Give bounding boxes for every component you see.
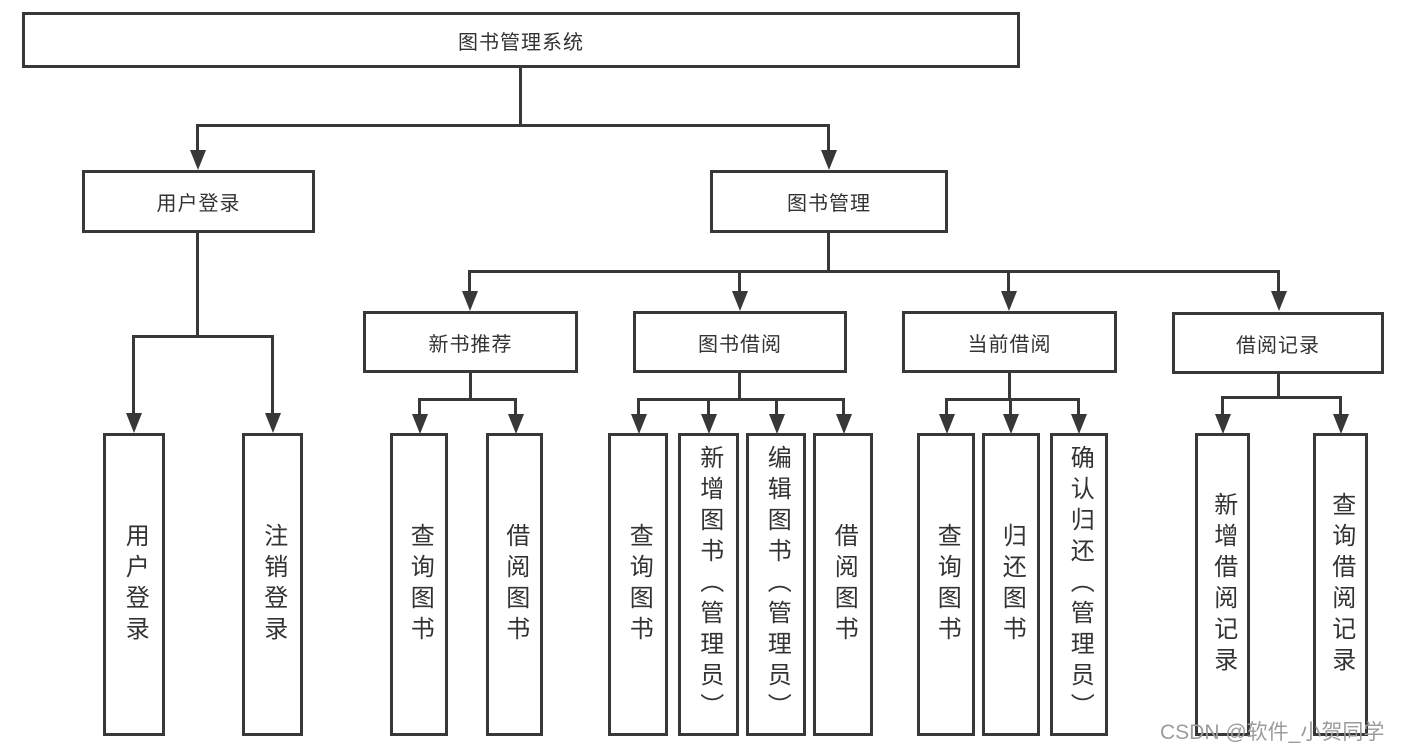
node-leaf-confirm-return-admin: 确认归还（管理员） bbox=[1050, 433, 1108, 736]
node-leaf-query-borrow-record: 查询借阅记录 bbox=[1313, 433, 1368, 736]
connector-stem-br-query bbox=[1339, 396, 1342, 416]
arrow-down-br-add-icon bbox=[1215, 414, 1231, 434]
node-book-mgmt-label: 图书管理 bbox=[787, 193, 871, 215]
node-book-borrow-label: 图书借阅 bbox=[698, 333, 782, 356]
node-leaf-return-books: 归还图书 bbox=[982, 433, 1040, 736]
connector-stem-cb-confirm bbox=[1077, 398, 1080, 416]
arrow-down-cb-confirm-icon bbox=[1071, 414, 1087, 434]
node-user-login-label: 用户登录 bbox=[156, 193, 241, 215]
node-current-borrow-label: 当前借阅 bbox=[967, 333, 1052, 356]
connector-current-borrow-trunk bbox=[1008, 373, 1011, 400]
connector-book-mgmt-bar bbox=[468, 270, 1280, 273]
node-leaf-query-books-recommend: 查询图书 bbox=[390, 433, 448, 736]
node-leaf-confirm-return-admin-label: 确认归还（管理员） bbox=[1066, 445, 1094, 724]
node-leaf-query-books-borrow-label: 查询图书 bbox=[625, 522, 653, 647]
connector-stem-nb-borrow bbox=[514, 398, 517, 416]
connector-user-login-trunk bbox=[196, 233, 199, 337]
connector-stem-leaf-login bbox=[132, 335, 135, 415]
connector-stem-bb-borrow bbox=[842, 398, 845, 416]
node-leaf-add-books-admin-label: 新增图书（管理员） bbox=[695, 445, 723, 724]
node-leaf-query-books-current: 查询图书 bbox=[917, 433, 975, 736]
node-leaf-logout: 注销登录 bbox=[242, 433, 303, 736]
node-book-mgmt: 图书管理 bbox=[710, 170, 948, 233]
arrow-down-bb-edit-icon bbox=[769, 414, 785, 434]
connector-stem-new-book bbox=[468, 270, 471, 294]
arrow-down-leaf-login-icon bbox=[126, 413, 142, 433]
connector-borrow-record-trunk bbox=[1277, 374, 1280, 398]
arrow-down-user-login-icon bbox=[190, 150, 206, 170]
connector-stem-cb-return bbox=[1009, 398, 1012, 416]
node-user-login: 用户登录 bbox=[82, 170, 315, 233]
connector-stem-br-add bbox=[1221, 396, 1224, 416]
arrow-down-nb-borrow-icon bbox=[508, 414, 524, 434]
connector-stem-bb-add bbox=[707, 398, 710, 416]
connector-stem-nb-query bbox=[418, 398, 421, 416]
node-leaf-logout-label: 注销登录 bbox=[259, 522, 287, 647]
connector-new-book-bar bbox=[418, 398, 517, 401]
connector-stem-bb-query bbox=[637, 398, 640, 416]
connector-stem-user-login bbox=[196, 124, 199, 154]
node-book-borrow: 图书借阅 bbox=[633, 311, 847, 373]
connector-borrow-record-bar bbox=[1221, 396, 1342, 399]
arrow-down-borrow-record-icon bbox=[1271, 291, 1287, 311]
arrow-down-leaf-logout-icon bbox=[265, 413, 281, 433]
connector-stem-borrow-record bbox=[1277, 270, 1280, 294]
node-leaf-edit-books-admin-label: 编辑图书（管理员） bbox=[763, 445, 791, 724]
connector-book-mgmt-trunk bbox=[827, 233, 830, 272]
node-leaf-query-books-borrow: 查询图书 bbox=[608, 433, 668, 736]
arrow-down-cb-query-icon bbox=[939, 414, 955, 434]
node-leaf-query-books-recommend-label: 查询图书 bbox=[406, 522, 434, 647]
node-new-book-recommend-label: 新书推荐 bbox=[428, 333, 513, 356]
arrow-down-current-borrow-icon bbox=[1001, 291, 1017, 311]
csdn-watermark: CSDN @软件_小贺同学 bbox=[1160, 721, 1385, 744]
connector-stem-cb-query bbox=[945, 398, 948, 416]
arrow-down-bb-add-icon bbox=[701, 414, 717, 434]
arrow-down-bb-query-icon bbox=[631, 414, 647, 434]
node-leaf-borrow-books-recommend: 借阅图书 bbox=[486, 433, 543, 736]
connector-stem-bb-edit bbox=[775, 398, 778, 416]
connector-stem-book-mgmt bbox=[827, 124, 830, 154]
connector-stem-book-borrow bbox=[738, 270, 741, 294]
arrow-down-cb-return-icon bbox=[1003, 414, 1019, 434]
node-leaf-user-login-label: 用户登录 bbox=[121, 522, 149, 647]
arrow-down-nb-query-icon bbox=[412, 414, 428, 434]
node-leaf-edit-books-admin: 编辑图书（管理员） bbox=[746, 433, 806, 736]
node-leaf-borrow-books-recommend-label: 借阅图书 bbox=[501, 522, 529, 647]
arrow-down-book-mgmt-icon bbox=[821, 150, 837, 170]
node-leaf-query-books-current-label: 查询图书 bbox=[933, 522, 961, 647]
connector-book-borrow-bar bbox=[637, 398, 845, 401]
node-leaf-user-login: 用户登录 bbox=[103, 433, 165, 736]
connector-root-trunk bbox=[519, 68, 522, 125]
connector-current-borrow-bar bbox=[945, 398, 1080, 401]
node-current-borrow: 当前借阅 bbox=[902, 311, 1117, 373]
node-borrow-record: 借阅记录 bbox=[1172, 312, 1384, 374]
arrow-down-book-borrow-icon bbox=[732, 291, 748, 311]
node-leaf-return-books-label: 归还图书 bbox=[998, 522, 1026, 647]
node-leaf-add-borrow-record: 新增借阅记录 bbox=[1195, 433, 1250, 736]
arrow-down-new-book-icon bbox=[462, 291, 478, 311]
arrow-down-br-query-icon bbox=[1333, 414, 1349, 434]
node-borrow-record-label: 借阅记录 bbox=[1236, 334, 1320, 357]
connector-stem-current-borrow bbox=[1007, 270, 1010, 294]
node-root-library-system: 图书管理系统 bbox=[22, 12, 1020, 68]
node-leaf-add-borrow-record-label: 新增借阅记录 bbox=[1209, 491, 1237, 678]
node-root-label: 图书管理系统 bbox=[458, 31, 584, 54]
node-new-book-recommend: 新书推荐 bbox=[363, 311, 578, 373]
node-leaf-add-books-admin: 新增图书（管理员） bbox=[678, 433, 739, 736]
connector-book-borrow-trunk bbox=[738, 373, 741, 400]
arrow-down-bb-borrow-icon bbox=[836, 414, 852, 434]
connector-new-book-trunk bbox=[469, 373, 472, 400]
node-leaf-query-borrow-record-label: 查询借阅记录 bbox=[1327, 491, 1355, 678]
connector-stem-leaf-logout bbox=[271, 335, 274, 415]
connector-user-login-bar bbox=[132, 335, 274, 338]
node-leaf-borrow-books: 借阅图书 bbox=[813, 433, 873, 736]
node-leaf-borrow-books-label: 借阅图书 bbox=[830, 522, 858, 647]
connector-root-bar bbox=[196, 124, 830, 127]
